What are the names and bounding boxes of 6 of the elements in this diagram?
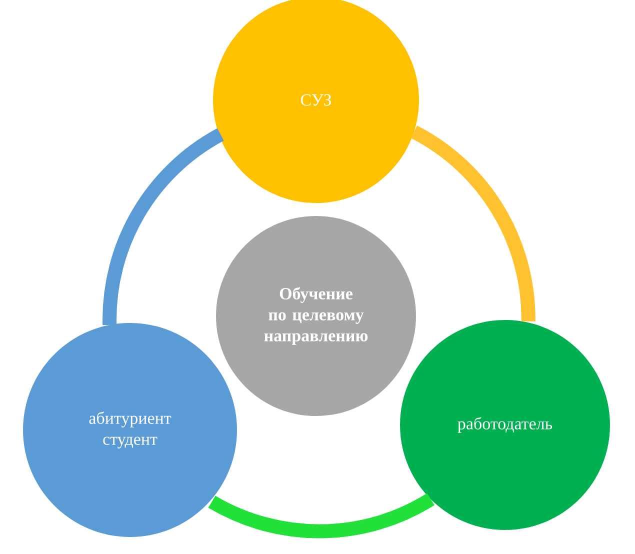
ring-arc: [102, 128, 224, 326]
ring-arc: [410, 126, 536, 322]
ring-arc: [208, 493, 434, 538]
circle-node: Обучение по целевому направлению: [216, 216, 416, 416]
circle-node: абитуриент студент: [23, 322, 237, 537]
circle-node: работодатель: [400, 320, 610, 530]
